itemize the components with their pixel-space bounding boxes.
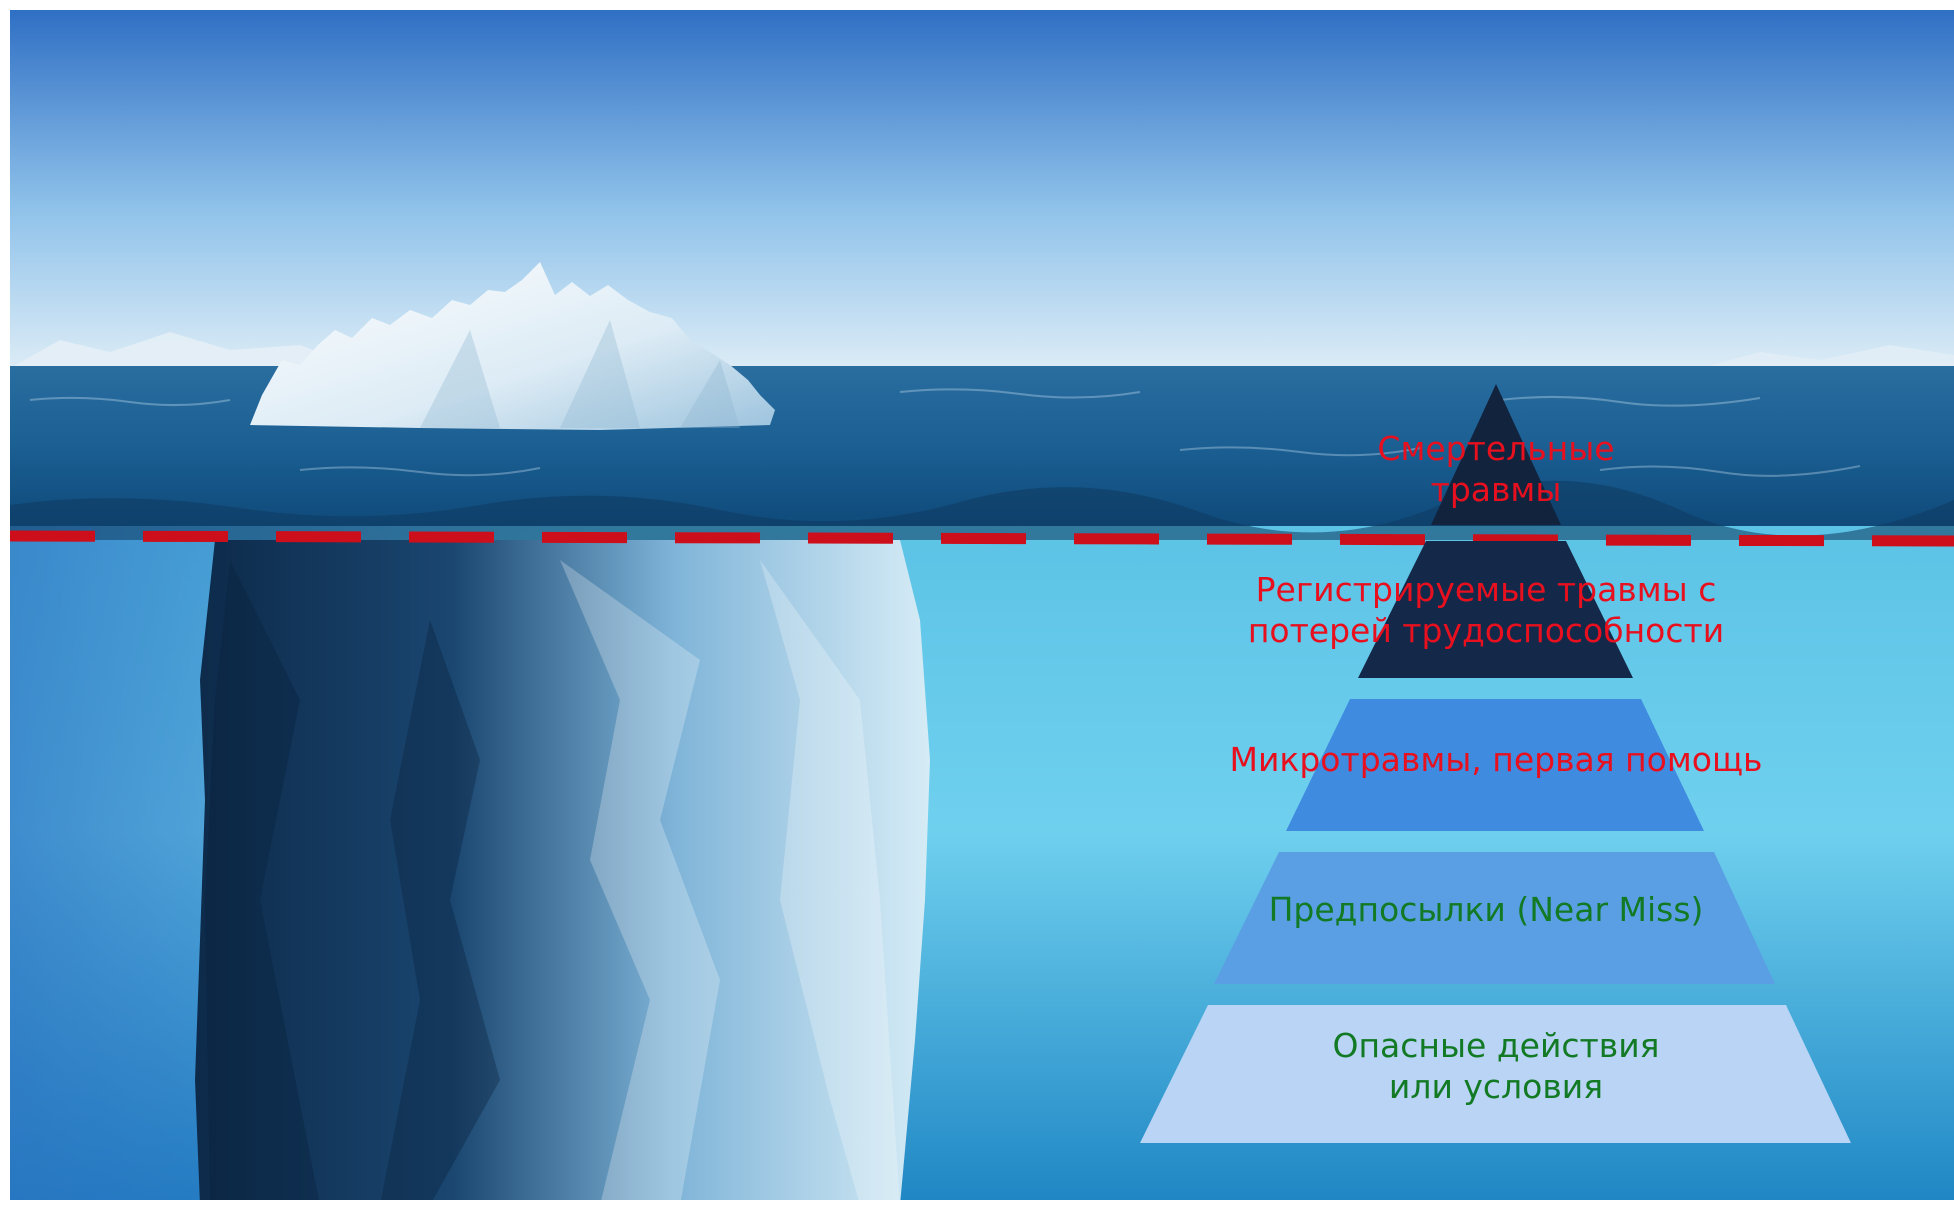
iceberg-tip [250,262,775,430]
pyramid-level-1 [1431,384,1561,525]
pyramid-level-4-label: Предпосылки (Near Miss) [1268,890,1704,929]
pyramid-level-1-label: Смертельные травмы [1377,429,1615,509]
pyramid-level-3-label: Микротравмы, первая помощь [1229,740,1763,779]
pyramid-level-5 [1140,1005,1851,1143]
pyramid-level-5-label: Опасные действия или условия [1332,1026,1660,1106]
sky [10,10,1954,370]
iceberg-underwater [195,540,930,1205]
pyramid-level-2-label: Регистрируемые травмы с потерей трудоспо… [1247,570,1725,650]
pyramid [1140,384,1851,1143]
pyramid-level-4 [1214,852,1775,984]
pyramid-level-2 [1358,541,1633,678]
pyramid-level-3 [1286,699,1704,831]
waterline-dashed-line [9,530,1954,547]
